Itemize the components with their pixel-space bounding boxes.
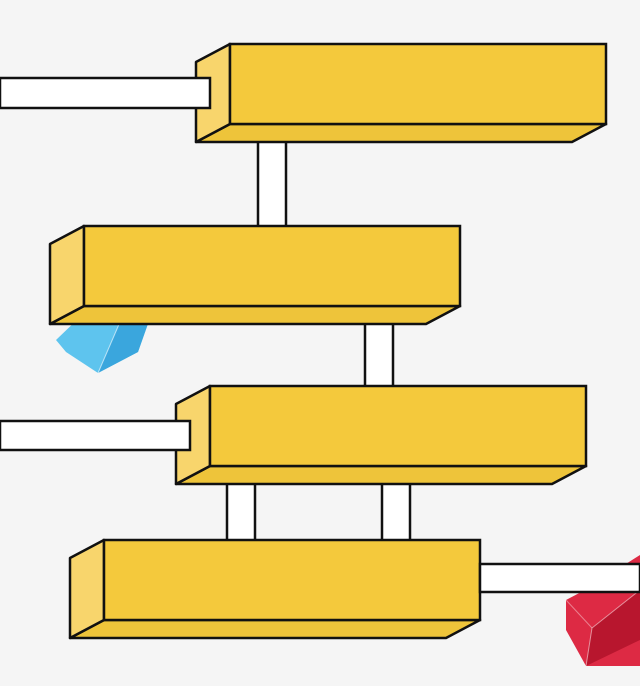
block-3 xyxy=(174,384,588,486)
link-3-4-left xyxy=(225,472,257,546)
output-pipe-4 xyxy=(478,562,640,594)
block-1 xyxy=(194,42,608,144)
input-pipe-1 xyxy=(0,76,212,110)
link-1-2 xyxy=(256,130,288,230)
block-2 xyxy=(48,224,462,326)
link-2-3 xyxy=(363,312,395,392)
blue-gem-icon xyxy=(56,315,150,374)
input-pipe-3 xyxy=(0,419,192,452)
block-4 xyxy=(68,538,482,640)
